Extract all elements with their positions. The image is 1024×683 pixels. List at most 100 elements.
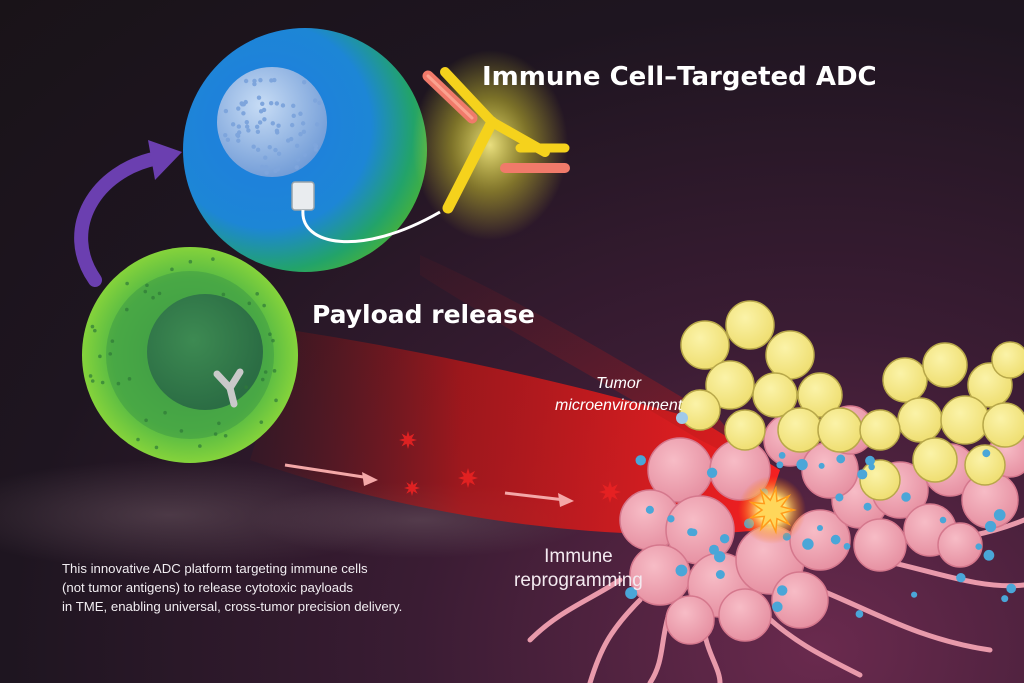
membrane-dot — [154, 445, 159, 450]
immune-reprogramming-line-1: Immune — [544, 546, 613, 567]
membrane-dot — [90, 324, 95, 329]
surface-bump — [251, 144, 256, 149]
membrane-dot — [188, 259, 193, 264]
surface-bump — [269, 78, 274, 83]
membrane-dot — [268, 332, 272, 337]
surface-bump — [246, 128, 251, 133]
fat-cell — [859, 459, 901, 501]
surface-bump — [243, 99, 248, 105]
surface-bump — [258, 109, 264, 114]
membrane-dot — [145, 283, 149, 288]
membrane-dot — [259, 420, 264, 424]
tumor-marker-dot — [675, 564, 688, 577]
tumor-marker-dot — [796, 458, 808, 471]
tumor-microenvironment-line-1: Tumor — [596, 375, 642, 392]
surface-bump — [255, 147, 261, 153]
fat-cell — [679, 389, 721, 431]
description-line-1: This innovative ADC platform targeting i… — [62, 561, 368, 576]
tumor-marker-dot — [687, 528, 695, 537]
fat-cell — [991, 341, 1024, 379]
tumor-cell — [789, 509, 851, 571]
membrane-dot — [90, 379, 95, 383]
membrane-dot — [88, 374, 93, 378]
membrane-dot — [260, 377, 265, 382]
surface-bump — [270, 121, 275, 126]
tumor-marker-dot — [855, 610, 864, 618]
membrane-dot — [263, 370, 268, 374]
surface-bump — [280, 103, 286, 108]
membrane-dot — [255, 292, 259, 296]
membrane-dot — [247, 301, 252, 306]
surface-bump — [252, 78, 257, 84]
membrane-dot — [170, 267, 174, 272]
membrane-dot — [223, 433, 228, 438]
surface-bump — [267, 145, 272, 150]
surface-bump — [264, 170, 269, 175]
tumor-cell — [718, 588, 772, 642]
tumor-marker-dot — [843, 543, 851, 550]
membrane-dot — [144, 418, 148, 423]
surface-bump — [273, 147, 278, 153]
surface-bump — [236, 130, 242, 135]
fat-cell — [982, 402, 1024, 448]
tumor-marker-dot — [802, 538, 814, 550]
tumor-marker-dot — [1001, 595, 1009, 603]
membrane-dot — [211, 257, 215, 261]
membrane-dot — [151, 295, 155, 300]
membrane-dot — [136, 437, 140, 442]
surface-bump — [236, 124, 242, 129]
surface-bump — [274, 101, 280, 106]
tumor-marker-dot — [901, 492, 911, 502]
page-title: Immune Cell–Targeted ADC — [482, 62, 877, 92]
immune-reprogramming-label: Immune reprogramming — [514, 545, 643, 593]
membrane-dot — [179, 429, 184, 433]
fat-cell — [777, 407, 823, 453]
surface-bump — [291, 103, 296, 108]
surface-bump — [239, 101, 244, 106]
surface-bump — [295, 157, 301, 162]
tumor-marker-dot — [635, 455, 646, 466]
membrane-dot — [262, 303, 266, 308]
tumor-marker-dot — [719, 534, 730, 544]
fat-cell — [724, 409, 766, 451]
tumor-marker-dot — [983, 549, 995, 561]
tumor-tendril — [817, 587, 993, 653]
membrane-dot — [108, 352, 113, 356]
tumor-marker-dot — [857, 469, 868, 480]
tumor-marker-dot — [830, 534, 841, 545]
fat-cell — [940, 395, 990, 445]
surface-bump — [236, 138, 241, 143]
surface-bump — [223, 132, 228, 138]
tumor-marker-dot — [818, 462, 825, 469]
surface-bump — [276, 151, 282, 157]
membrane-dot — [274, 398, 278, 403]
surface-bump — [258, 77, 263, 83]
membrane-dot — [217, 421, 221, 426]
fat-cell — [817, 407, 863, 453]
linker-tether — [301, 209, 441, 244]
fat-cell — [964, 444, 1006, 486]
tumor-cell — [937, 522, 983, 568]
payload-molecule-icon — [599, 481, 621, 503]
surface-bump — [313, 98, 318, 103]
linker-icon — [291, 181, 315, 211]
fat-cell — [680, 320, 730, 370]
payload-star-icon — [738, 476, 806, 544]
surface-bump — [260, 101, 265, 106]
tumor-marker-dot — [911, 591, 918, 598]
tumor-marker-dot — [714, 551, 726, 563]
tumor-marker-dot — [939, 516, 947, 524]
fat-cell — [725, 300, 775, 350]
payload-molecule-icon — [458, 468, 478, 488]
surface-bump — [243, 78, 249, 84]
fat-cell — [912, 437, 958, 483]
membrane-dot — [271, 338, 275, 343]
surface-bump — [300, 121, 306, 126]
surface-bump — [254, 124, 260, 129]
tumor-marker-dot — [982, 449, 991, 458]
tumor-marker-dot — [776, 585, 788, 596]
membrane-dot — [116, 381, 121, 386]
fat-cell — [705, 360, 755, 410]
surface-bump — [252, 81, 257, 87]
membrane-dot — [272, 369, 277, 373]
